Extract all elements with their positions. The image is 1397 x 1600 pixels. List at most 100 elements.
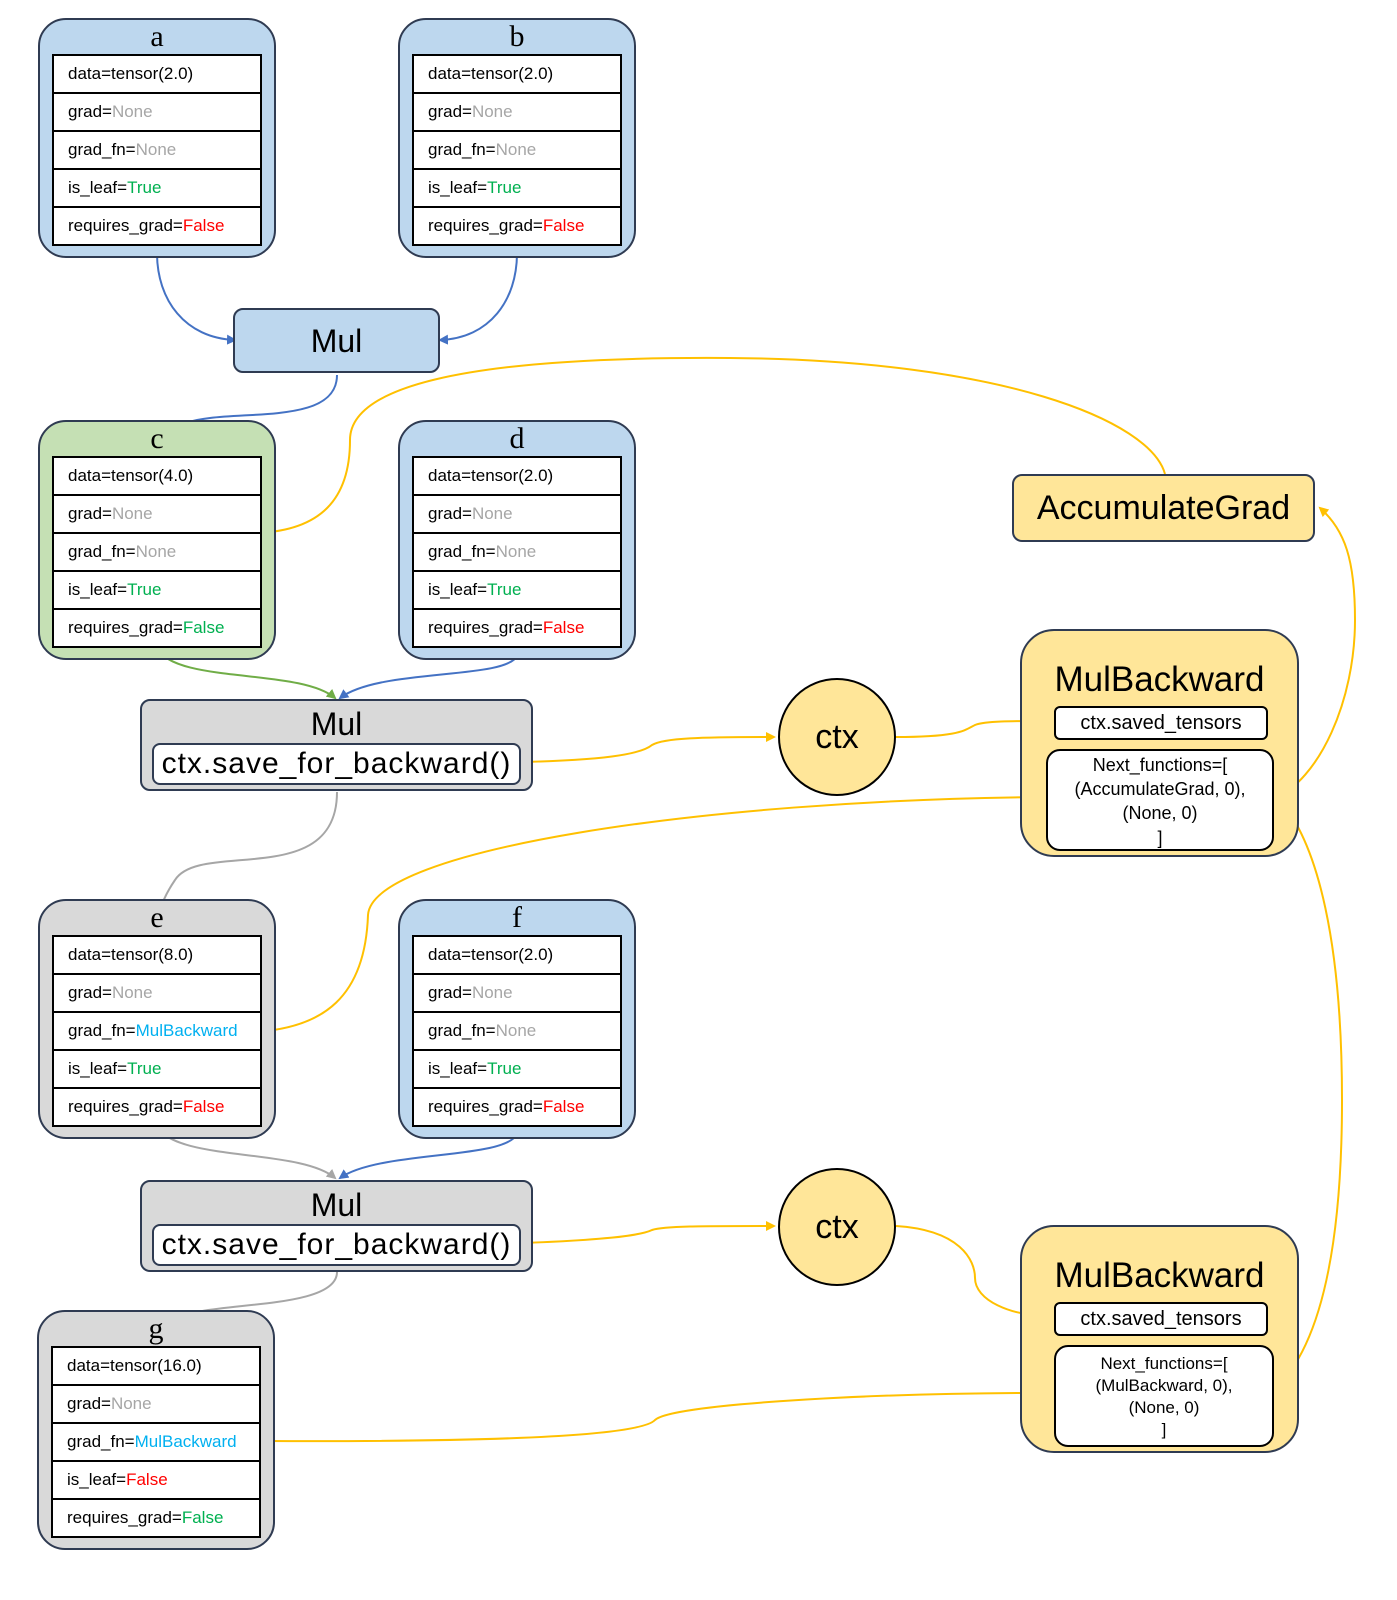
field-key: requires_grad=	[428, 216, 543, 235]
mul-op-bot: Mul ctx.save_for_backward()	[140, 1180, 533, 1272]
field-key: grad=	[428, 504, 472, 523]
edge-ctx-bot-to-saved	[895, 1225, 1052, 1321]
field-value: None	[495, 140, 537, 159]
edge-f-to-mul	[338, 1133, 518, 1180]
requires-grad-field: requires_grad=False	[54, 206, 260, 244]
tensor-name: e	[150, 901, 164, 934]
edge-g-gradfn-to-mulbackward	[265, 1392, 1021, 1443]
tensor-name: d	[509, 422, 525, 455]
field-value: True	[487, 178, 522, 197]
field-key: grad_fn=	[68, 542, 136, 561]
data-field: data=tensor(2.0)	[428, 466, 554, 485]
tensor-node-g: g data=tensor(16.0) grad=None grad_fn=MulBa…	[37, 1310, 275, 1550]
data-field: data=tensor(16.0)	[67, 1356, 202, 1375]
data-field: data=tensor(2.0)	[428, 64, 554, 83]
grad-field: grad=None	[54, 494, 260, 532]
field-key: requires_grad=	[68, 618, 183, 637]
field-key: is_leaf=	[68, 580, 128, 599]
field-key: grad=	[428, 102, 472, 121]
grad-fn-field: grad_fn=None	[54, 130, 260, 168]
next-functions-line: (None, 0)	[1122, 803, 1198, 823]
field-key: is_leaf=	[428, 1059, 488, 1078]
mul-backward-node-bot: MulBackward ctx.saved_tensors Next_funct…	[1020, 1225, 1299, 1453]
next-functions-line: ]	[1161, 1420, 1167, 1439]
edge-b-to-mul	[438, 252, 518, 345]
tensor-fields: data=tensor(16.0) grad=None grad_fn=MulBac…	[51, 1346, 261, 1538]
edge-save-to-ctx-bot	[522, 1221, 776, 1244]
field-key: requires_grad=	[68, 216, 183, 235]
requires-grad-field: requires_grad=False	[53, 1498, 259, 1536]
field-key: grad=	[67, 1394, 111, 1413]
grad-fn-field: grad_fn=None	[414, 1011, 620, 1049]
field-key: grad=	[428, 983, 472, 1002]
field-key: grad_fn=	[67, 1432, 135, 1451]
field-value: False	[181, 1508, 224, 1527]
is-leaf-field: is_leaf=True	[54, 168, 260, 206]
field-value: MulBackward	[135, 1021, 238, 1040]
is-leaf-field: is_leaf=True	[414, 570, 620, 608]
tensor-name: c	[150, 422, 164, 455]
next-functions-line: Next_functions=[	[1092, 755, 1228, 775]
next-functions-line: Next_functions=[	[1100, 1354, 1228, 1373]
field-key: requires_grad=	[428, 618, 543, 637]
grad-fn-field: grad_fn=MulBackward	[54, 1011, 260, 1049]
mul-backward-title: MulBackward	[1054, 1256, 1265, 1295]
field-key: requires_grad=	[68, 1097, 183, 1116]
data-field: data=tensor(2.0)	[428, 945, 554, 964]
edge-accum-to-c-grad	[256, 356, 1166, 538]
edge-nextfn-to-accum	[1271, 506, 1357, 801]
data-field: data=tensor(8.0)	[68, 945, 194, 964]
grad-field: grad=None	[54, 973, 260, 1011]
mul-op-top: Mul	[233, 308, 440, 373]
requires-grad-field: requires_grad=False	[414, 608, 620, 646]
mul-backward-title: MulBackward	[1054, 660, 1265, 699]
grad-fn-field: grad_fn=MulBackward	[53, 1422, 259, 1460]
field-value: None	[110, 1394, 152, 1413]
requires-grad-field: requires_grad=False	[54, 608, 260, 646]
mul-op-label: Mul	[310, 706, 363, 742]
ctx-node-bot: ctx	[778, 1168, 896, 1286]
field-value: None	[111, 102, 153, 121]
tensor-name: a	[150, 20, 164, 53]
saved-tensors-box: ctx.saved_tensors	[1054, 706, 1268, 740]
field-value: None	[111, 983, 153, 1002]
field-value: None	[495, 1021, 537, 1040]
field-value: None	[471, 983, 513, 1002]
field-value: None	[135, 542, 177, 561]
field-key: requires_grad=	[67, 1508, 182, 1527]
field-key: grad=	[68, 983, 112, 1002]
is-leaf-field: is_leaf=False	[53, 1460, 259, 1498]
ctx-node-mid: ctx	[778, 678, 896, 796]
next-functions-line: (None, 0)	[1128, 1398, 1200, 1417]
field-value: False	[542, 1097, 585, 1116]
tensor-name: g	[148, 1312, 164, 1345]
data-field: data=tensor(2.0)	[68, 64, 194, 83]
field-value: False	[542, 618, 585, 637]
grad-fn-field: grad_fn=None	[414, 532, 620, 570]
field-key: is_leaf=	[428, 580, 488, 599]
next-functions-box: Next_functions=[ (AccumulateGrad, 0), (N…	[1046, 749, 1274, 851]
field-key: grad_fn=	[428, 140, 496, 159]
field-value: True	[487, 580, 522, 599]
next-functions-line: ]	[1157, 828, 1163, 848]
field-value: True	[127, 178, 162, 197]
field-key: grad=	[68, 102, 112, 121]
save-for-backward-call: ctx.save_for_backward()	[152, 743, 521, 785]
field-value: False	[126, 1470, 168, 1489]
field-value: False	[182, 618, 225, 637]
field-value: MulBackward	[134, 1432, 237, 1451]
mul-op-label: Mul	[310, 323, 363, 359]
grad-field: grad=None	[414, 92, 620, 130]
grad-field: grad=None	[414, 494, 620, 532]
grad-field: grad=None	[54, 92, 260, 130]
